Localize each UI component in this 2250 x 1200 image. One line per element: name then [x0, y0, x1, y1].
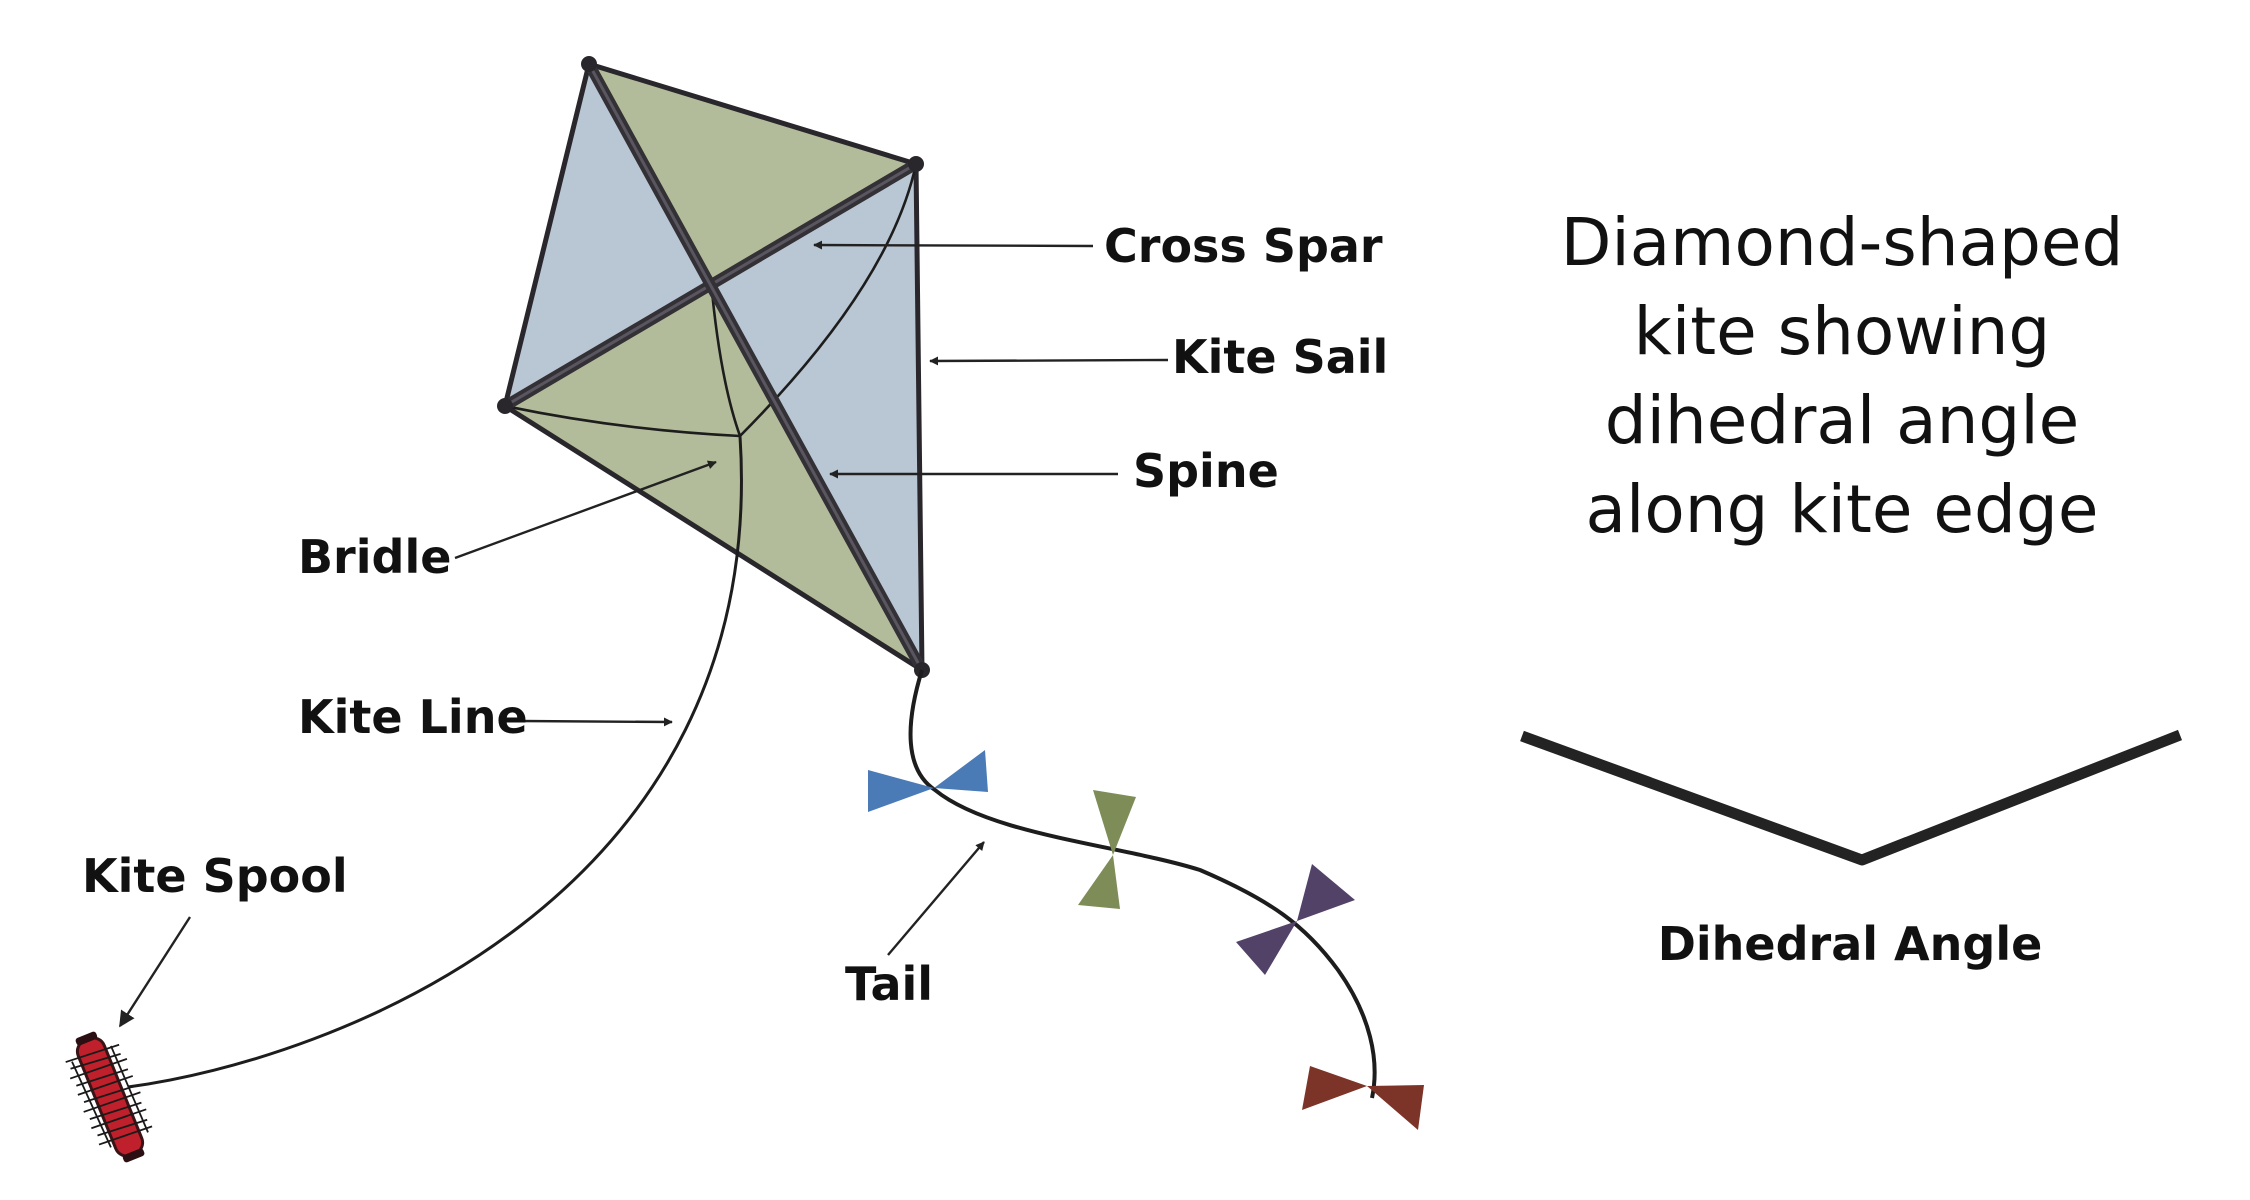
tail-label: Tail [845, 957, 933, 1011]
spine-label: Spine [1133, 444, 1279, 498]
bridle-line-center [709, 280, 742, 437]
bridle-leader [454, 460, 717, 560]
caption-line-3: dihedral angle [1605, 382, 2080, 459]
spine-highlight [587, 62, 924, 672]
sail-panel-bottom-right [711, 164, 922, 670]
dihedral-angle-line [1520, 729, 2183, 866]
kite [497, 56, 930, 678]
bridle [504, 404, 741, 438]
tail-bow-green-bottom [1078, 855, 1120, 909]
dihedral-angle-label: Dihedral Angle [1658, 917, 2043, 971]
caption-line-2: kite showing [1634, 293, 2051, 370]
tail-bow-red-right [1367, 1085, 1424, 1130]
kite-line-label: Kite Line [298, 690, 528, 744]
tail-bow-red [1302, 1066, 1367, 1110]
caption-line-4: along kite edge [1586, 471, 2099, 548]
tail-leader [887, 841, 985, 956]
tail-bow-blue [868, 770, 934, 812]
tail [908, 669, 1377, 1099]
tail-bow-purple-left [1236, 921, 1297, 975]
kite-sail-label: Kite Sail [1172, 330, 1388, 384]
spar-end-left [497, 398, 513, 414]
kite-spool [65, 1031, 153, 1163]
tail-bow-purple [1297, 864, 1355, 921]
sail-panel-top-left [505, 64, 711, 406]
kite-sail-leader [929, 356, 1169, 366]
kite-line [127, 435, 743, 1089]
spar-end-right [908, 156, 924, 172]
tail-bow-blue-right [934, 750, 988, 792]
tail-bow-green [1093, 790, 1136, 855]
caption: Diamond-shaped kite showing dihedral ang… [1561, 204, 2124, 548]
kite-line-leader [519, 717, 673, 727]
cross-spar-leader [813, 240, 1094, 250]
caption-line-1: Diamond-shaped [1561, 204, 2124, 281]
cross-spar-label: Cross Spar [1104, 219, 1383, 273]
bridle-label: Bridle [298, 530, 451, 584]
kite-spool-label: Kite Spool [82, 849, 348, 903]
kite-spool-leader [118, 916, 192, 1028]
sail-panel-bottom-left [505, 281, 922, 670]
sail-panel-top-right [589, 64, 916, 281]
spar-end-top [581, 56, 597, 72]
